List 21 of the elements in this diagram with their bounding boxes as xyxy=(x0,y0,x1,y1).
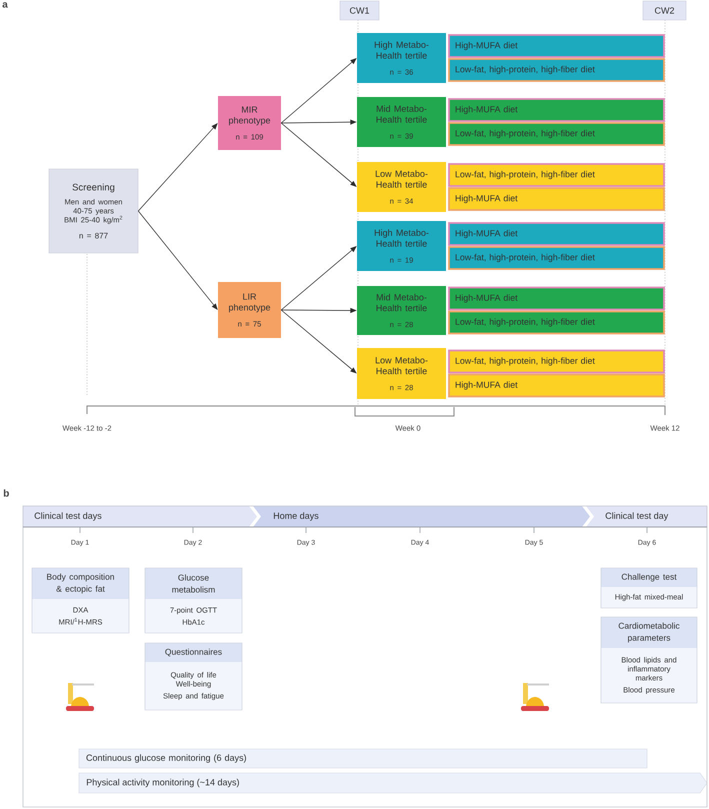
diet-bar: Low-fat, high-protein, high-fiber diet xyxy=(448,122,665,146)
arrow xyxy=(138,210,218,310)
header-band: Clinical test day xyxy=(586,506,707,527)
panel-label: b xyxy=(4,489,9,497)
diet-bar: High-MUFA diet xyxy=(448,222,665,246)
header-band: Clinical test days xyxy=(23,506,257,527)
diet-bar: High-MUFA diet xyxy=(448,286,665,310)
header-band: Home days xyxy=(253,506,590,527)
diet-bar: High-MUFA diet xyxy=(448,98,665,122)
diet-bar: Low-fat, high-protein, high-fiber diet xyxy=(448,310,665,334)
diet-bar: Low-fat, high-protein, high-fiber diet xyxy=(448,58,665,82)
time-point-box: CW1 xyxy=(340,0,380,20)
diet-bar: Low-fat, high-protein, high-fiber diet xyxy=(448,350,665,374)
time-point-box: CW2 xyxy=(642,0,686,20)
diet-bar: Low-fat, high-protein, high-fiber diet xyxy=(448,163,665,187)
diet-bar: High-MUFA diet xyxy=(448,34,665,58)
diet-bar: Low-fat, high-protein, high-fiber diet xyxy=(448,246,665,270)
panel-label: a xyxy=(2,2,8,8)
diet-bar: High-MUFA diet xyxy=(448,374,665,398)
monitoring-bar: Continuous glucose monitoring (6 days) xyxy=(78,748,648,768)
diet-bar: High-MUFA diet xyxy=(448,187,665,211)
